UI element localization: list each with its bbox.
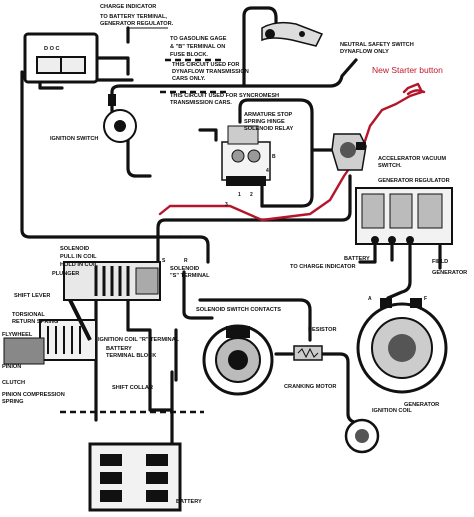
ignition-coil bbox=[344, 418, 380, 454]
neutral-safety-switch bbox=[261, 21, 324, 47]
generator-terminal-f: F bbox=[424, 296, 427, 302]
generator-terminal-label: GENERATOR bbox=[432, 270, 467, 276]
charge-indicator: D O C bbox=[23, 32, 99, 84]
relay-terminal-4: 4 bbox=[266, 168, 269, 174]
generator-label: GENERATOR bbox=[404, 402, 439, 408]
armature-stop-label-1: ARMATURE STOP bbox=[244, 112, 293, 118]
dynaflow-circuit-label-1: THIS CIRCUIT USED FOR bbox=[172, 62, 239, 68]
accelerator-vacuum-switch bbox=[331, 133, 367, 171]
armature-stop-label-2: SPRING HINGE bbox=[244, 119, 285, 125]
to-battery-terminal-label: TO BATTERY TERMINAL, bbox=[100, 14, 167, 20]
neutral-safety-switch-label-1: NEUTRAL SAFETY SWITCH bbox=[340, 42, 414, 48]
pinion-compression-label-2: SPRING bbox=[2, 399, 23, 405]
relay-terminal-2: 2 bbox=[250, 192, 253, 198]
ignition-coil-label: IGNITION COIL bbox=[372, 408, 412, 414]
ignition-switch bbox=[103, 94, 137, 143]
charge-indicator-label: CHARGE INDICATOR bbox=[100, 4, 156, 10]
battery-label-bottom: BATTERY bbox=[176, 499, 202, 505]
new-starter-button-wire bbox=[158, 82, 426, 222]
fuse-block-label: FUSE BLOCK. bbox=[170, 52, 208, 58]
b-terminal-label: & "B" TERMINAL ON bbox=[170, 44, 225, 50]
syncromesh-circuit-label-1: THIS CIRCUIT USED FOR SYNCROMESH bbox=[170, 93, 279, 99]
dynaflow-circuit-label-3: CARS ONLY. bbox=[172, 76, 206, 82]
new-starter-button-annotation: New Starter button bbox=[372, 65, 443, 75]
cranking-motor-label: CRANKING MOTOR bbox=[284, 384, 336, 390]
shift-collar-label: SHIFT COLLAR bbox=[112, 385, 153, 391]
solenoid-relay-label: SOLENOID RELAY bbox=[244, 126, 293, 132]
solenoid-relay: 1 2 3 4 bbox=[221, 125, 271, 208]
solenoid-terminal-s: S bbox=[162, 258, 166, 264]
solenoid-s-label-1: SOLENOID bbox=[170, 266, 199, 272]
syncromesh-circuit-label-2: TRANSMISSION CARS. bbox=[170, 100, 232, 106]
starter-solenoid bbox=[3, 261, 161, 365]
torsional-label-1: TORSIONAL bbox=[12, 312, 45, 318]
generator-regulator-label: GENERATOR REGULATOR bbox=[378, 178, 450, 184]
switch-contacts-label: SOLENOID SWITCH CONTACTS bbox=[196, 307, 281, 313]
accelerator-vacuum-label-2: SWITCH. bbox=[378, 163, 402, 169]
pinion-compression-label-1: PINION COMPRESSION bbox=[2, 392, 65, 398]
battery-label-mid: BATTERY bbox=[344, 256, 370, 262]
cranking-motor bbox=[202, 324, 274, 396]
ignition-switch-label: IGNITION SWITCH bbox=[50, 136, 98, 142]
relay-terminal-1: 1 bbox=[238, 192, 241, 198]
neutral-safety-switch-label-2: DYNAFLOW ONLY bbox=[340, 49, 389, 55]
resistor bbox=[293, 345, 323, 361]
field-label: FIELD bbox=[432, 259, 448, 265]
accelerator-vacuum-label-1: ACCELERATOR VACUUM bbox=[378, 156, 446, 162]
generator bbox=[356, 298, 448, 394]
hold-in-coil-label: HOLD IN COIL bbox=[60, 262, 98, 268]
solenoid-terminal-r: R bbox=[184, 258, 188, 264]
pinion-label: PINION bbox=[2, 364, 21, 370]
generator-terminal-a: A bbox=[368, 296, 372, 302]
ignition-coil-r-label: IGNITION COIL "R" TERMINAL bbox=[98, 337, 180, 343]
to-gasoline-gage-label: TO GASOLINE GAGE bbox=[170, 36, 227, 42]
diagram-labels: CHARGE INDICATOR TO BATTERY TERMINAL, GE… bbox=[2, 4, 467, 505]
to-charge-indicator-label: TO CHARGE INDICATOR bbox=[290, 264, 356, 270]
torsional-label-2: RETURN SPRING bbox=[12, 319, 58, 325]
battery-terminal-label-2: TERMINAL BLOCK bbox=[106, 353, 156, 359]
gauge-letters: D O C bbox=[44, 46, 60, 52]
shift-lever-label: SHIFT LEVER bbox=[14, 293, 50, 299]
solenoid-label: SOLENOID bbox=[60, 246, 89, 252]
plunger-label: PLUNGER bbox=[52, 271, 79, 277]
clutch-label: CLUTCH bbox=[2, 380, 25, 386]
battery bbox=[88, 442, 182, 512]
relay-terminal-3: 3 bbox=[225, 202, 228, 208]
dynaflow-circuit-label-2: DYNAFLOW TRANSMISSION bbox=[172, 69, 249, 75]
flywheel-label: FLYWHEEL bbox=[2, 332, 33, 338]
resistor-label: RESISTOR bbox=[308, 327, 337, 333]
generator-regulator bbox=[355, 187, 453, 245]
solenoid-s-label-2: "S" TERMINAL bbox=[170, 273, 210, 279]
battery-terminal-label-1: BATTERY bbox=[106, 346, 132, 352]
relay-terminal-b: B bbox=[272, 154, 276, 160]
pull-in-coil-label: PULL IN COIL bbox=[60, 254, 97, 260]
generator-regulator-label-top: GENERATOR REGULATOR. bbox=[100, 21, 174, 27]
